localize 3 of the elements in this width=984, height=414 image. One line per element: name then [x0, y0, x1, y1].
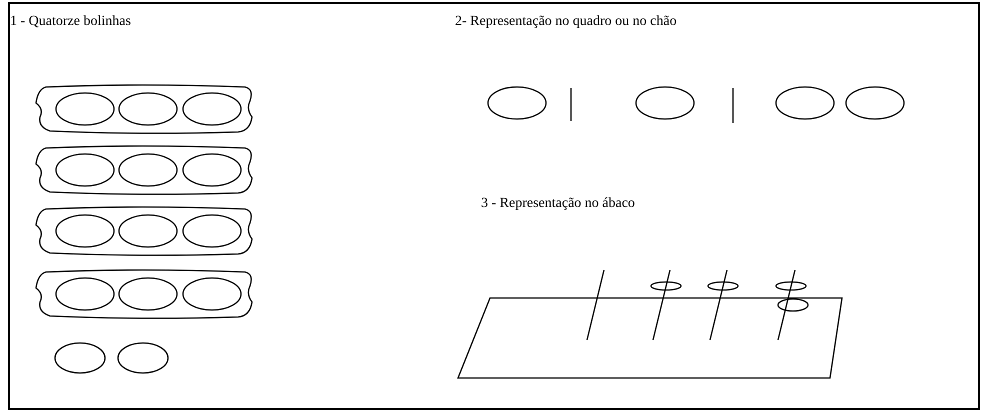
section-heading: 2- Representação no quadro ou no chão: [455, 14, 677, 30]
section-heading: 1 - Quatorze bolinhas: [10, 14, 131, 30]
section-heading: 3 - Representação no ábaco: [481, 196, 635, 212]
